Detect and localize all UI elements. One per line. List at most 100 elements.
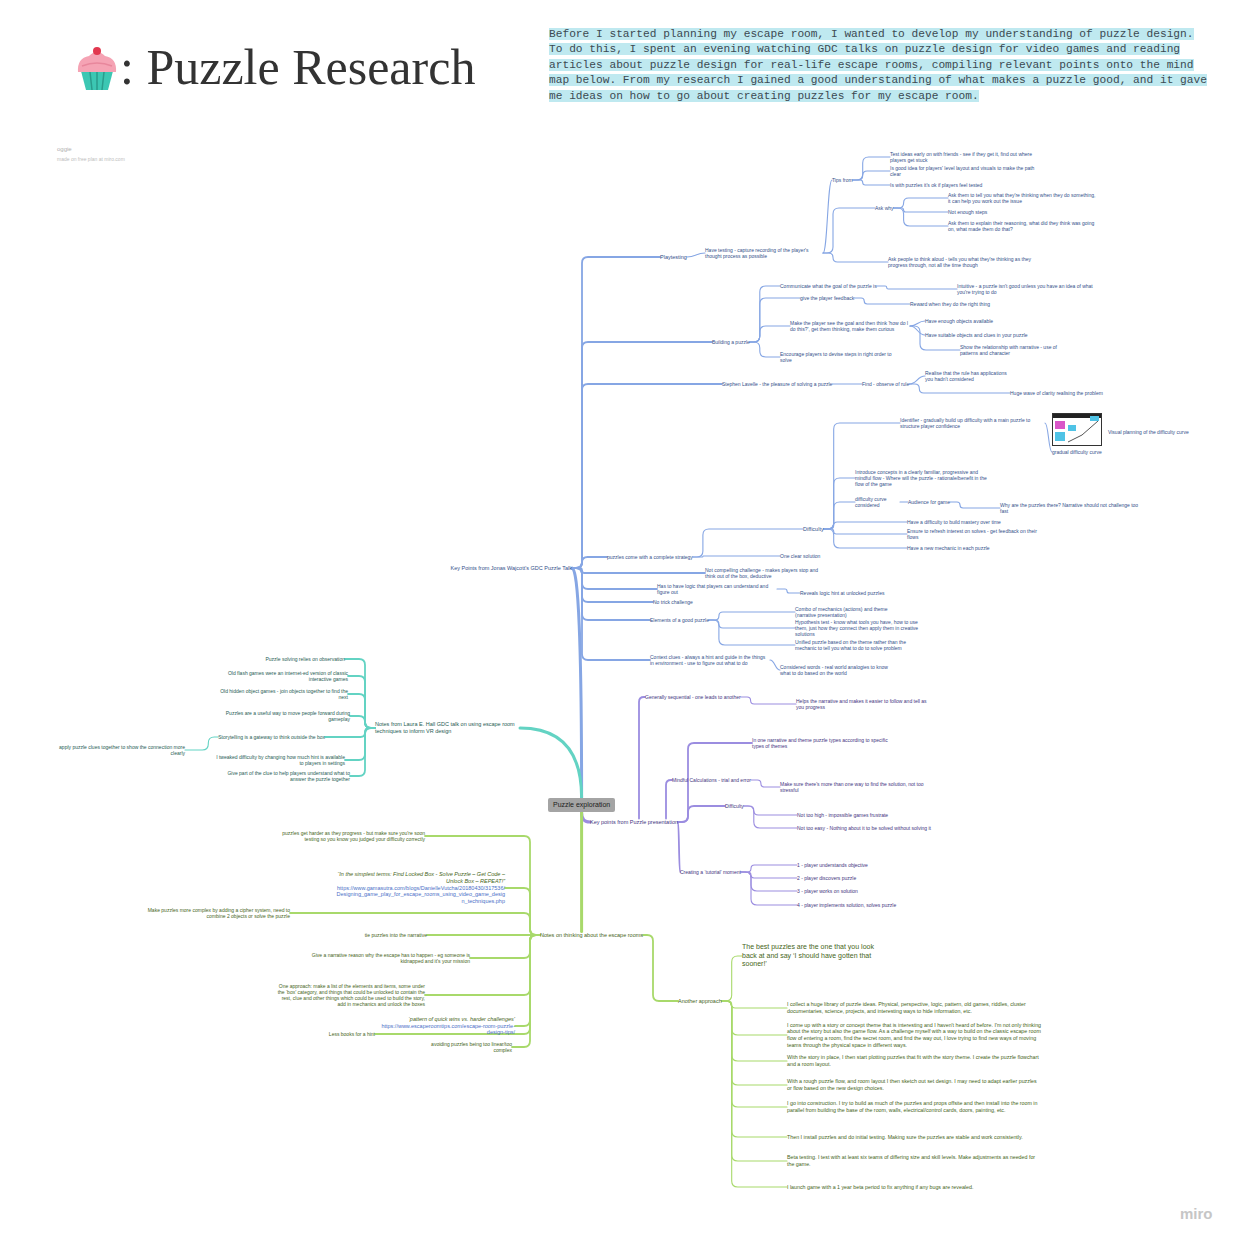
- node-text: Another approach: [678, 998, 722, 1005]
- mindmap-node: One approach: make a list of the element…: [275, 983, 425, 1008]
- mindmap-node: With a rough puzzle flow, and room layou…: [787, 1078, 1042, 1091]
- branch-line: [348, 694, 375, 728]
- mindmap-node: Have testing - capture recording of the …: [705, 247, 823, 260]
- branch-line: [572, 568, 657, 589]
- node-text: 2 - player discovers puzzle: [797, 875, 856, 881]
- node-text: Not enough steps: [948, 209, 987, 215]
- node-text: Combo of mechanics (actions) and theme (…: [795, 606, 905, 619]
- branch-line: [350, 728, 375, 776]
- branch-line: [900, 501, 908, 502]
- branch-line: [512, 935, 540, 1047]
- node-text: Has to have logic that players can under…: [657, 583, 777, 596]
- node-text: Puzzle solving relies on observation: [266, 656, 346, 662]
- mindmap-node: No trick challenge: [653, 599, 693, 605]
- note-label: made on free plan at miro.com: [57, 156, 125, 162]
- mindmap-node: I launch game with a 1 year beta period …: [787, 1184, 973, 1191]
- mindmap-node: Communicate what the goal of the puzzle …: [780, 283, 877, 289]
- branch-line: [750, 286, 780, 342]
- node-text: Identifier - gradually build up difficul…: [900, 417, 1045, 430]
- branch-line: [853, 171, 890, 180]
- mindmap-node: Difficulty: [803, 526, 824, 533]
- node-text: Make puzzles more complex by adding a ci…: [140, 907, 290, 920]
- branch-line: [1045, 423, 1052, 452]
- mindmap-node: tie puzzles into the narrative: [365, 932, 427, 938]
- mindmap-node: Make puzzles more complex by adding a ci…: [140, 907, 290, 920]
- branch-line: [639, 697, 645, 819]
- mindmap-node: Puzzles are a useful way to move people …: [210, 710, 350, 723]
- mindmap-node: Building a puzzle: [712, 339, 750, 345]
- mindmap-node: Stephen Lavelle - the pleasure of solvin…: [722, 381, 832, 387]
- branch-line: [751, 780, 780, 787]
- mindmap-node: Encourage players to devise steps in rig…: [780, 351, 895, 364]
- node-text: Have suitable objects and clues in your …: [925, 332, 1028, 338]
- branch-line: [709, 620, 795, 628]
- mindmap-node: Test ideas early on with friends - see i…: [890, 151, 1040, 164]
- branch-line: [515, 935, 540, 1026]
- branch-line: [824, 529, 907, 548]
- mindmap-node: Have a new mechanic in each puzzle: [907, 545, 990, 551]
- mindmap-node: Have enough objects available: [925, 318, 993, 324]
- mindmap-node: I come up with a story or concept theme …: [787, 1022, 1042, 1048]
- cupcake-cherry: [93, 47, 101, 55]
- mindmap-node: Tips from: [832, 177, 853, 183]
- node-text: Ask them to explain their reasoning, wha…: [948, 220, 1098, 233]
- node-text: Storytelling is a gateway to think outsi…: [218, 734, 325, 740]
- mindmap-node: Not compelling challenge - makes players…: [705, 567, 820, 580]
- mindmap-node: Beta testing. I test with at least six t…: [787, 1154, 1042, 1167]
- note-label: oggie: [57, 146, 72, 153]
- node-text: Difficulty: [725, 803, 744, 809]
- node-text: Test ideas early on with friends - see i…: [890, 151, 1040, 164]
- mindmap-node: Not too high - impossible games frustrat…: [797, 812, 888, 818]
- node-text: Ask people to think aloud - tells you wh…: [888, 256, 1038, 269]
- node-text: Helps the narrative and makes it easier …: [796, 698, 936, 711]
- caption-block: Before I started planning my escape room…: [549, 27, 1211, 104]
- node-text: No trick challenge: [653, 599, 693, 605]
- node-text: Creating a ‘tutorial’ moment: [680, 869, 741, 875]
- node-text: Audience for game: [908, 499, 950, 505]
- mindmap-node: Less books for a hint: [329, 1031, 375, 1037]
- node-text: Find - observe of rule: [862, 381, 909, 387]
- node-text: Not too easy - Nothing about it to be so…: [797, 825, 931, 831]
- branch-line: [572, 568, 650, 620]
- mindmap-node: Have a difficulty to build mastery over …: [907, 519, 1001, 525]
- branch-line: [185, 737, 218, 750]
- node-text: Hypothesis test - know what tools you ha…: [795, 619, 925, 638]
- branch-line: [824, 529, 907, 534]
- node-text: 1 - player understands objective: [797, 862, 868, 868]
- node-text: Have enough objects available: [925, 318, 993, 324]
- node-text: Have a new mechanic in each puzzle: [907, 545, 990, 551]
- cupcake-icon: [72, 44, 122, 94]
- mindmap-node: puzzles come with a complete strategy: [607, 554, 693, 560]
- node-text: Ask why: [875, 205, 894, 211]
- mindmap-node: Find - observe of rule: [862, 381, 909, 387]
- thumbnail-block: [1068, 425, 1076, 431]
- mindmap-node: Make the player see the goal and then th…: [790, 320, 910, 333]
- mindmap-node: Generally sequential - one leads to anot…: [645, 694, 741, 700]
- mindmap-node: Not too easy - Nothing about it to be so…: [797, 825, 931, 831]
- node-text: give the player feedback: [800, 295, 854, 301]
- mindmap-node: I tweaked difficulty by changing how muc…: [215, 754, 345, 767]
- mindmap-node: Has to have logic that players can under…: [657, 583, 777, 596]
- thumbnail-curve: [1068, 421, 1098, 442]
- branch-line: [290, 913, 540, 935]
- mindmap-node: Reveals logic hint at unlocked puzzles: [800, 590, 885, 596]
- mindmap-node: Ask why: [875, 205, 894, 211]
- branch-line: [832, 383, 862, 384]
- mindmap-node: Storytelling is a gateway to think outsi…: [218, 734, 325, 740]
- node-text: Have testing - capture recording of the …: [705, 247, 823, 260]
- node-text: Building a puzzle: [712, 339, 750, 345]
- branch-line: [678, 806, 725, 822]
- mindmap-node: 4 - player implements solution, solves p…: [797, 902, 896, 908]
- branch-line: [427, 934, 540, 936]
- branch-line: [824, 522, 907, 529]
- mindmap-node: Make sure there's more than one way to f…: [780, 781, 930, 794]
- node-text: Have a difficulty to build mastery over …: [907, 519, 1001, 525]
- thumbnail-block: [1090, 416, 1099, 421]
- branch-line: [687, 253, 705, 257]
- mindmap-node: Playtesting: [660, 254, 687, 261]
- node-text: Encourage players to devise steps in rig…: [780, 351, 895, 364]
- node-text: Intuitive - a puzzle isn't good unless y…: [957, 283, 1097, 296]
- branch-line: [580, 812, 583, 931]
- node-text: gradual difficulty curve: [1052, 449, 1102, 455]
- branch-line: [505, 888, 540, 935]
